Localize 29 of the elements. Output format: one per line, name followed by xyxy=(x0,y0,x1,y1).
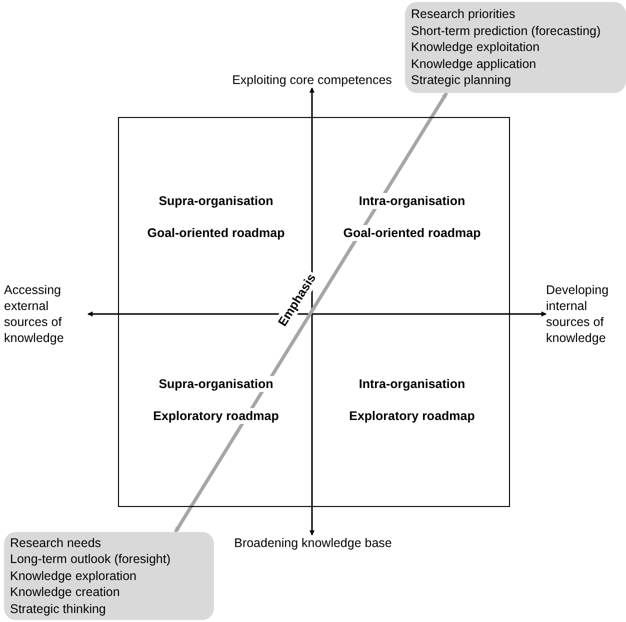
quadrant-title: Intra-organisation xyxy=(356,376,468,392)
quadrant-title: Supra-organisation xyxy=(156,193,276,209)
note-line: Short-term prediction (forecasting) xyxy=(411,22,601,40)
axis-arrow xyxy=(309,314,315,536)
axis-arrow xyxy=(312,311,547,317)
note-line: Knowledge exploitation xyxy=(411,39,540,56)
note-line: Strategic planning xyxy=(411,72,512,89)
note-line: Research priorities xyxy=(411,6,516,23)
roadmap-type: Goal-oriented roadmap xyxy=(341,225,483,241)
quadrant-title: Supra-organisation xyxy=(156,376,276,392)
axis-label: Developing internal sources of knowledge xyxy=(546,282,610,346)
axis-label: Exploiting core competences xyxy=(232,72,392,88)
roadmap-type: Exploratory roadmap xyxy=(347,408,477,424)
emphasis-arrow xyxy=(174,92,448,533)
note-line: Knowledge application xyxy=(411,56,536,72)
axis-label: Accessing external sources of knowledge xyxy=(4,282,65,346)
axis-arrow xyxy=(309,87,315,314)
axis-label: Broadening knowledge base xyxy=(234,535,392,551)
note-card xyxy=(405,2,626,93)
note-line: Knowledge exploration xyxy=(10,568,136,584)
note-line: Strategic thinking xyxy=(10,600,106,618)
roadmap-type: Goal-oriented roadmap xyxy=(145,225,287,241)
roadmap-type: Exploratory roadmap xyxy=(151,408,281,424)
note-line: Long-term outlook (foresight) xyxy=(10,551,170,568)
note-card xyxy=(4,532,214,620)
note-line: Research needs xyxy=(10,534,102,552)
quadrant-title: Intra-organisation xyxy=(356,193,468,209)
axis-arrow xyxy=(87,311,312,317)
note-line: Knowledge creation xyxy=(10,584,120,601)
